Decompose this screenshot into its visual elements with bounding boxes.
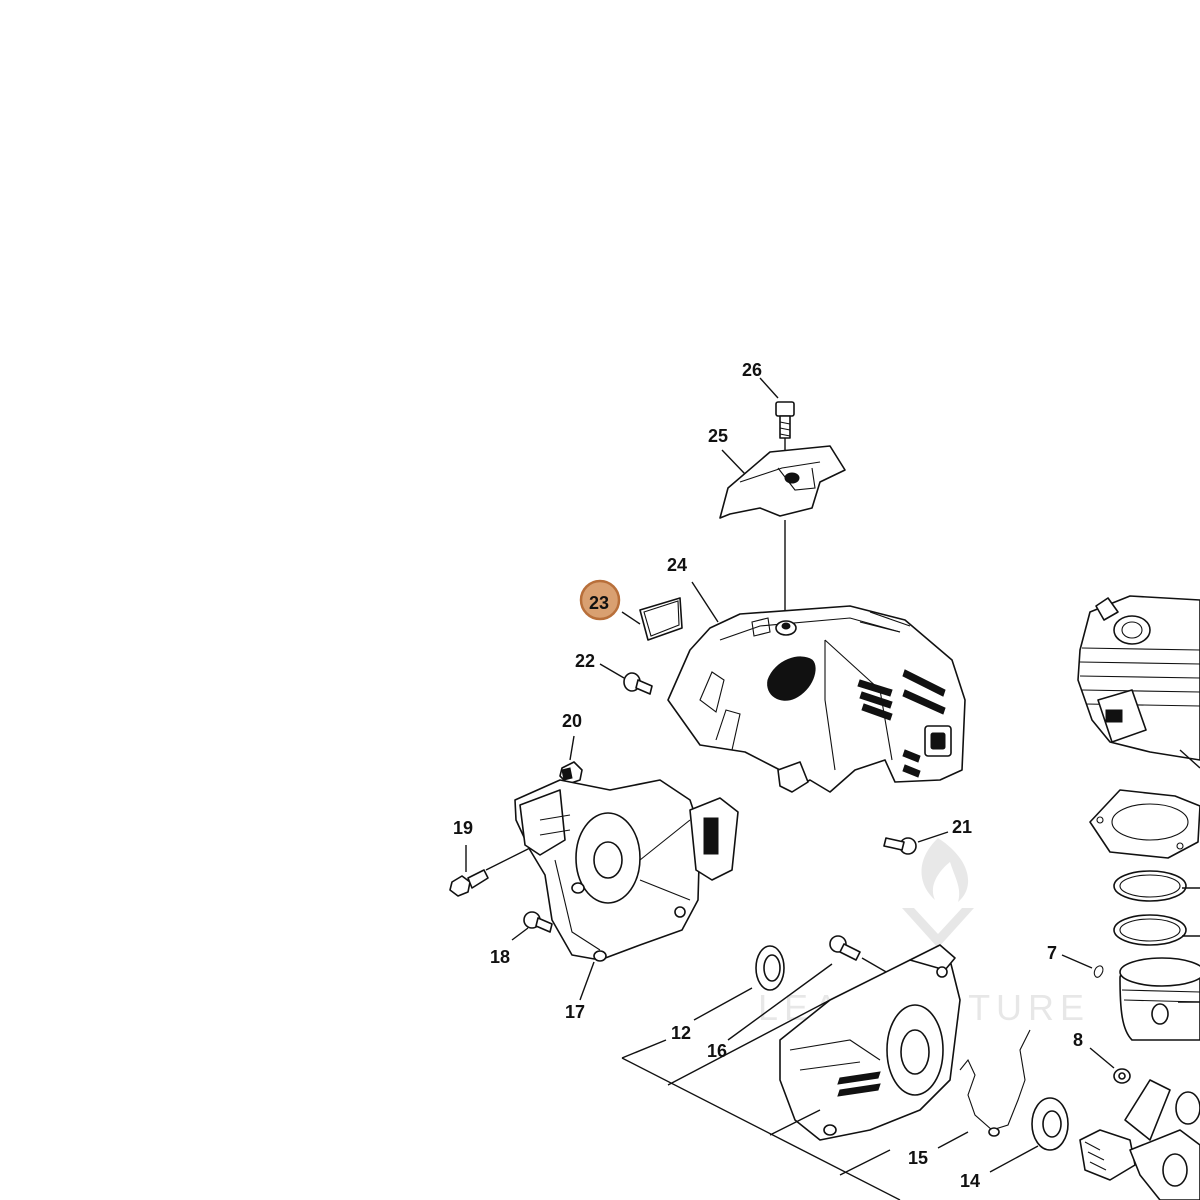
part-18-screw <box>523 911 553 933</box>
part-label-19[interactable]: 19 <box>453 818 473 838</box>
part-label-26[interactable]: 26 <box>742 360 762 380</box>
part-12-oil-seal <box>755 945 785 991</box>
part-label-21[interactable]: 21 <box>952 817 972 837</box>
crankcase-half <box>779 944 961 1141</box>
part-23-gasket <box>639 597 683 641</box>
part-label-16[interactable]: 16 <box>707 1041 727 1061</box>
part-label-22[interactable]: 22 <box>575 651 595 671</box>
part-20-nut <box>559 761 583 785</box>
part-label-17[interactable]: 17 <box>565 1002 585 1022</box>
part-24-engine-shroud <box>667 605 966 793</box>
cylinder-gasket <box>1089 789 1200 859</box>
part-22-screw <box>623 672 653 695</box>
part-label-18[interactable]: 18 <box>490 947 510 967</box>
part-label-20[interactable]: 20 <box>562 711 582 731</box>
piston <box>1119 957 1200 1041</box>
part-label-24[interactable]: 24 <box>667 555 687 575</box>
part-21-screw <box>883 837 917 855</box>
part-label-23[interactable]: 23 <box>589 593 609 613</box>
flame-logo-icon <box>921 838 969 902</box>
part-16-screw <box>829 935 861 961</box>
part-25-top-cover <box>719 445 846 519</box>
part-label-7[interactable]: 7 <box>1047 943 1057 963</box>
assembly-lines <box>621 999 901 1200</box>
part-14-bearing <box>1031 1097 1069 1151</box>
part-17-fan-housing <box>514 779 739 962</box>
part-15-crankcase-gasket <box>959 1029 1031 1137</box>
crankshaft <box>1079 1079 1200 1200</box>
part-label-12[interactable]: 12 <box>671 1023 691 1043</box>
part-19-bolt <box>449 869 489 897</box>
part-label-15[interactable]: 15 <box>908 1148 928 1168</box>
cylinder <box>1077 595 1200 761</box>
part-label-14[interactable]: 14 <box>960 1171 980 1191</box>
piston-rings <box>1113 870 1187 946</box>
part-7-circlip <box>1093 965 1104 978</box>
logo-chevron <box>902 908 974 948</box>
part-label-25[interactable]: 25 <box>708 426 728 446</box>
part-26-bolt <box>775 401 795 439</box>
part-label-8[interactable]: 8 <box>1073 1030 1083 1050</box>
highlight-marker[interactable] <box>579 579 621 621</box>
part-8-washer <box>1113 1068 1131 1084</box>
